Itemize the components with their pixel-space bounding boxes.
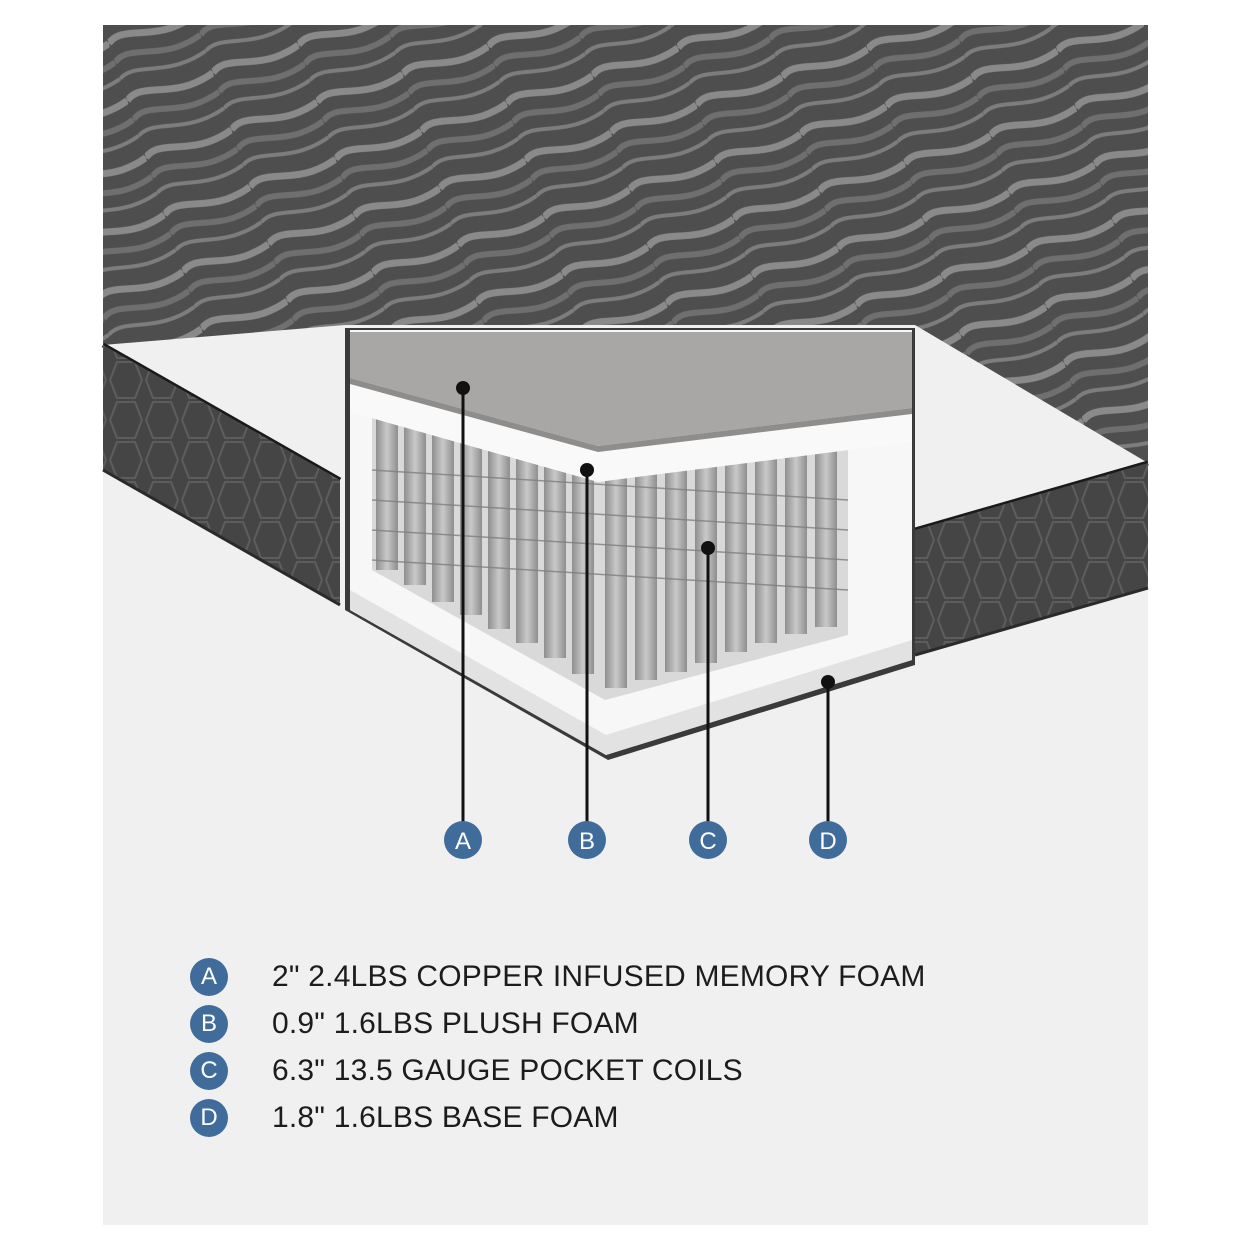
legend-label-d: 1.8" 1.6LBS BASE FOAM	[272, 1101, 619, 1134]
callout-badge-c: C	[689, 821, 727, 859]
mattress-bottom-edge-right	[914, 586, 1149, 657]
mattress-bottom-edge	[102, 468, 341, 607]
legend-item-d: D 1.8" 1.6LBS BASE FOAM	[190, 1098, 619, 1138]
legend-item-a: A 2" 2.4LBS COPPER INFUSED MEMORY FOAM	[190, 957, 926, 997]
memory-foam-layer	[350, 332, 912, 446]
pocket-coils	[371, 415, 849, 688]
callout-leaders	[461, 388, 830, 822]
leader-dot-c	[701, 541, 715, 555]
plush-foam-layer	[350, 380, 912, 482]
legend-label-a: 2" 2.4LBS COPPER INFUSED MEMORY FOAM	[272, 960, 926, 993]
callout-letter-d: D	[819, 828, 836, 855]
legend-label-c: 6.3" 13.5 GAUGE POCKET COILS	[272, 1054, 743, 1087]
legend-label-b: 0.9" 1.6LBS PLUSH FOAM	[272, 1007, 639, 1040]
legend-badge-b: B	[190, 1005, 228, 1043]
callout-letter-a: A	[455, 828, 471, 855]
legend-item-c: C 6.3" 13.5 GAUGE POCKET COILS	[190, 1051, 743, 1091]
callout-badge-b: B	[568, 821, 606, 859]
legend-item-b: B 0.9" 1.6LBS PLUSH FOAM	[190, 1004, 639, 1044]
legend-badge-a: A	[190, 958, 228, 996]
leader-dot-b	[580, 463, 594, 477]
legend-badge-d: D	[190, 1099, 228, 1137]
callout-letter-c: C	[699, 828, 716, 855]
leader-dot-a	[456, 381, 470, 395]
mattress-left-side	[103, 345, 340, 605]
mattress-top-cover	[103, 25, 1148, 463]
callout-letter-b: B	[579, 828, 595, 855]
leader-dot-d	[821, 675, 835, 689]
callout-badge-d: D	[809, 821, 847, 859]
mattress-right-side	[915, 463, 1148, 655]
callout-badge-a: A	[444, 821, 482, 859]
legend-badge-c: C	[190, 1052, 228, 1090]
